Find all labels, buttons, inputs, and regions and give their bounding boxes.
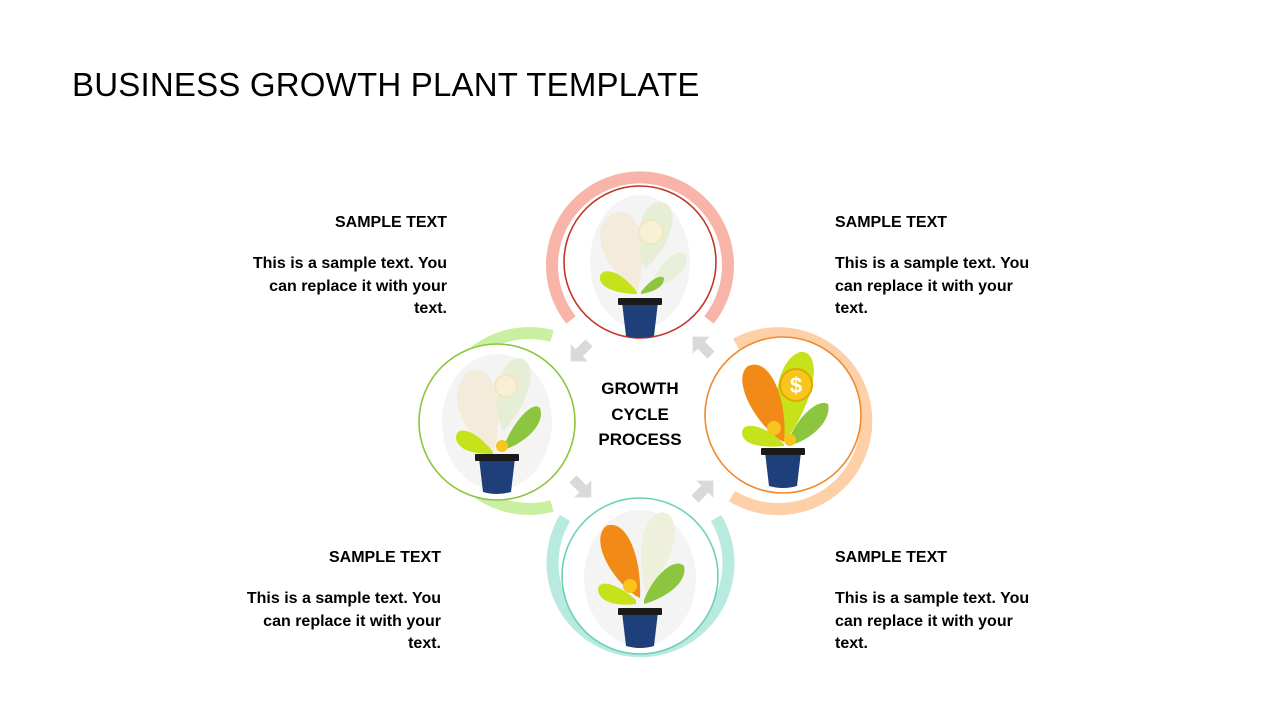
center-label-line: GROWTH [585,376,695,402]
arrow-right-to-top-icon [684,328,719,363]
stage-bottom [553,498,729,654]
center-label-line: PROCESS [585,427,695,453]
stage-left [419,333,575,509]
stage-top [552,177,728,338]
arrow-bottom-to-right-icon [686,472,721,507]
arrow-left-to-bottom-icon [564,470,599,505]
center-label: GROWTH CYCLE PROCESS [585,376,695,453]
stage-right: $ [705,333,866,509]
svg-text:$: $ [790,373,802,398]
center-label-line: CYCLE [585,402,695,428]
arrow-top-to-left-icon [562,334,597,369]
